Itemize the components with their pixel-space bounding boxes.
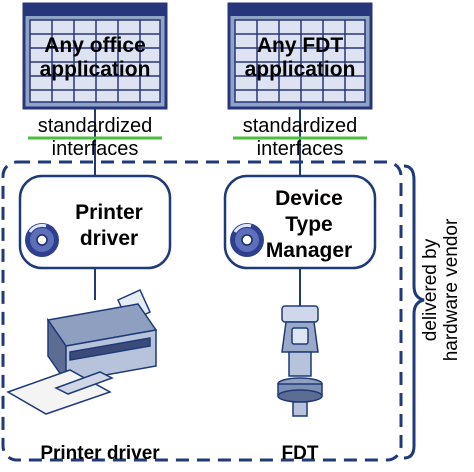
left-interfaces-line-2: interfaces: [51, 138, 139, 160]
printer-driver-line-2: driver: [79, 227, 139, 250]
right-interfaces-line-1: standardized: [242, 115, 358, 137]
fdt-application-line-1: Any FDT: [256, 34, 344, 57]
dtm-line-1: Device: [275, 187, 343, 210]
printer-driver-line-1: Printer: [75, 201, 143, 224]
left-interfaces-label: standardized interfaces: [15, 115, 175, 161]
office-application-label: Any office application: [20, 34, 170, 82]
application-window-icon: [227, 2, 373, 110]
fdt-application-label: Any FDT application: [225, 34, 375, 82]
cd-disc-icon: [230, 223, 264, 257]
printer-driver-box-label: Printer driver: [44, 200, 174, 252]
printer-icon: [6, 289, 158, 415]
vendor-region-border: [1, 160, 403, 462]
delivered-by-vendor-label: delivered by hardware vendor: [420, 180, 462, 400]
office-application-line-1: Any office: [44, 34, 146, 57]
connectors: [94, 108, 301, 306]
hardware-vendor-line: hardware vendor: [441, 218, 462, 362]
cd-disc-icon: [25, 223, 59, 257]
right-interfaces-line-2: interfaces: [256, 138, 344, 160]
delivered-by-line: delivered by: [420, 238, 441, 342]
right-interfaces-label: standardized interfaces: [220, 115, 380, 161]
office-application-line-2: application: [39, 58, 151, 81]
fdt-application-line-2: application: [244, 58, 356, 81]
vendor-bracket: [403, 164, 425, 460]
application-window-icon: [22, 2, 168, 110]
dtm-line-2: Type: [285, 213, 333, 236]
printer-driver-caption: Printer driver: [40, 443, 160, 464]
fdt-caption: FDT: [281, 443, 319, 464]
dtm-box-label: Device Type Manager: [244, 186, 374, 264]
dtm-line-3: Manager: [265, 239, 353, 262]
left-interfaces-line-1: standardized: [37, 115, 153, 137]
field-device-icon: [277, 305, 323, 417]
